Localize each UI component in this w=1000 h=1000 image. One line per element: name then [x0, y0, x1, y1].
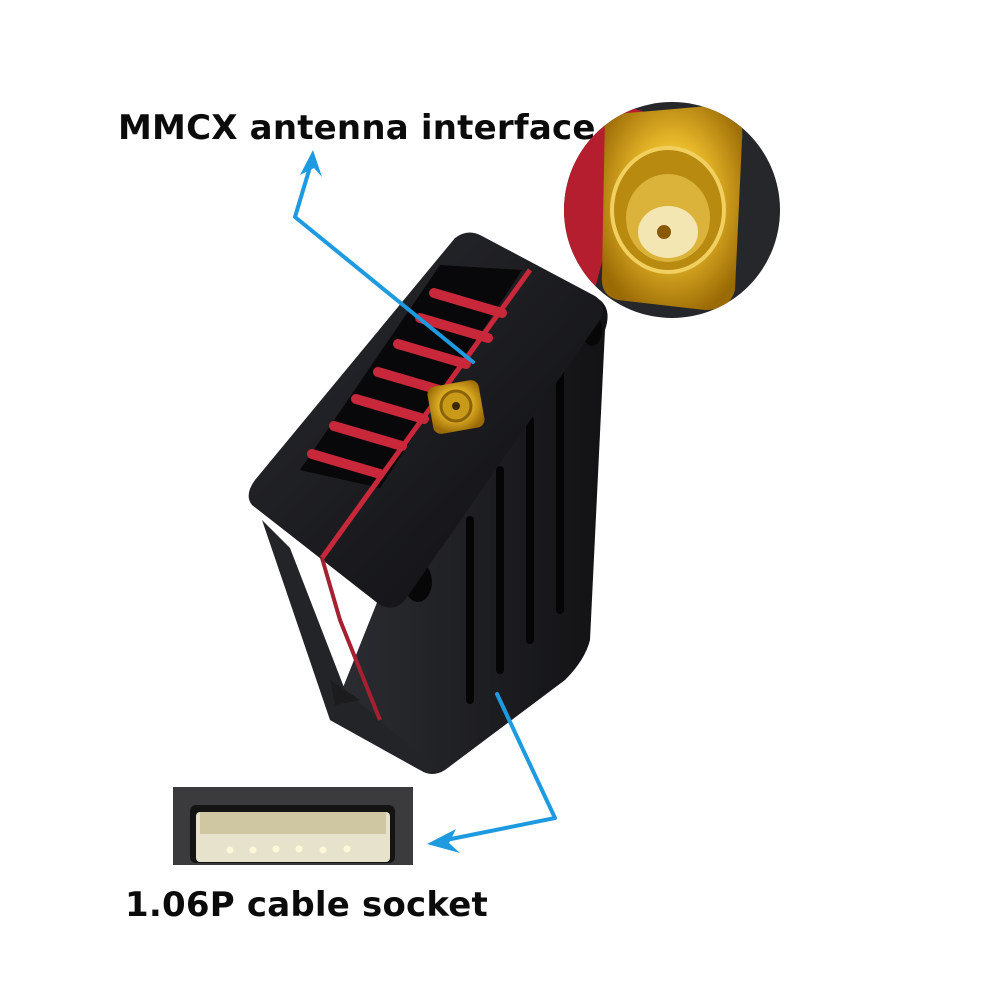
cable-socket-label: 1.06P cable socket: [125, 885, 488, 925]
arrow-head-icon: [427, 829, 460, 853]
side-ribs: [466, 366, 564, 704]
mmcx-zoom-inset: [564, 102, 780, 318]
arrow-head-icon: [300, 150, 322, 177]
video-transmitter-device: [248, 232, 608, 774]
mmcx-antenna-label: MMCX antenna interface: [118, 108, 596, 148]
mmcx-connector: [427, 380, 485, 434]
heatsink-fins: [307, 288, 507, 479]
socket-callout-arrow: [434, 692, 557, 844]
antenna-callout-arrow: [293, 155, 475, 364]
cable-socket-inset: [173, 787, 413, 865]
red-accent-stripe: [319, 268, 533, 560]
socket-pins: [226, 845, 351, 854]
